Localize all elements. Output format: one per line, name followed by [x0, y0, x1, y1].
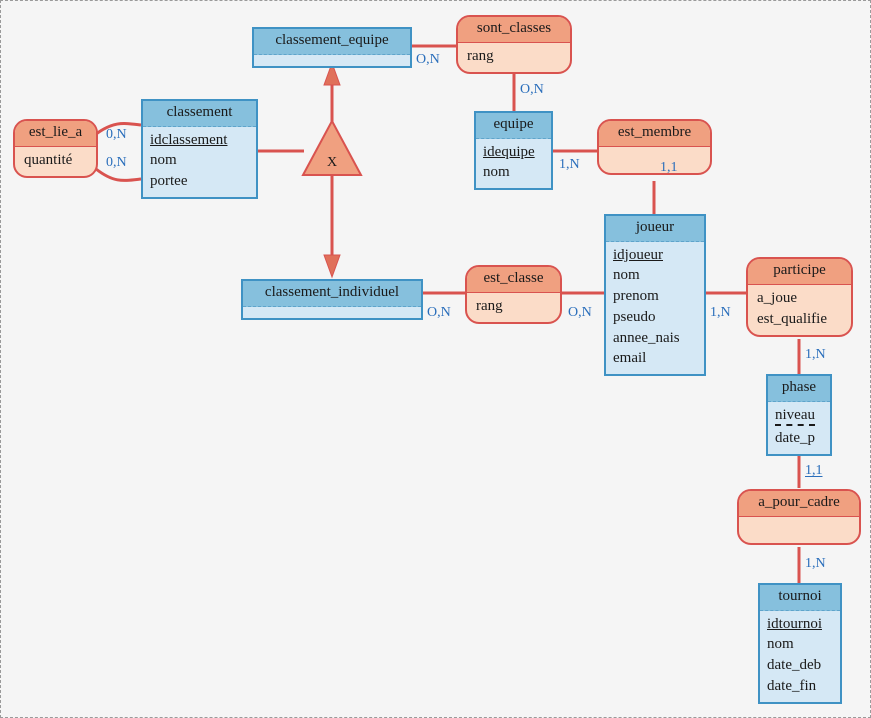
attribute-portee: portee: [150, 173, 188, 190]
attribute-rang: rang: [476, 297, 503, 314]
entity-classement[interactable]: classement idclassement nom portee: [141, 99, 258, 199]
entity-equipe-title: equipe: [476, 113, 551, 139]
attribute-niveau: niveau: [775, 407, 815, 426]
entity-tournoi[interactable]: tournoi idtournoi nom date_deb date_fin: [758, 583, 842, 704]
entity-tournoi-title: tournoi: [760, 585, 840, 611]
relationship-participe-title: participe: [748, 259, 851, 285]
entity-phase-attributes: niveau date_p: [768, 402, 830, 454]
attribute-nom: nom: [613, 267, 640, 284]
attribute-nom: nom: [483, 164, 510, 181]
attribute-idclassement: idclassement: [150, 131, 228, 148]
cardinality-a_pour_cadre-tournoi: 1,N: [805, 556, 826, 571]
relationship-participe-attributes: a_joue est_qualifie: [748, 285, 851, 335]
inheritance-x-node[interactable]: X: [303, 121, 361, 175]
cardinality-phase-a_pour_cadre: 1,1: [805, 463, 823, 478]
relationship-est_membre[interactable]: est_membre: [597, 119, 712, 175]
attribute-date_p: date_p: [775, 430, 815, 446]
attribute-prenom: prenom: [613, 288, 659, 305]
relationship-est_classe-attributes: rang: [467, 293, 560, 322]
relationship-est_membre-attributes: [599, 147, 710, 173]
cardinality-est_lie_a-classement-bottom: 0,N: [106, 155, 127, 170]
relationship-sont_classes-attributes: rang: [458, 43, 570, 72]
attribute-date_fin: date_fin: [767, 677, 817, 694]
entity-classement_equipe-title: classement_equipe: [254, 29, 410, 55]
attribute-nom: nom: [767, 636, 794, 653]
entity-joueur-attributes: idjoueur nom prenom pseudo annee_nais em…: [606, 242, 704, 374]
entity-tournoi-attributes: idtournoi nom date_deb date_fin: [760, 611, 840, 702]
attribute-a_joue: a_joue: [757, 289, 797, 306]
attribute-pseudo: pseudo: [613, 308, 656, 325]
cardinality-joueur-participe: 1,N: [710, 305, 731, 320]
relationship-sont_classes[interactable]: sont_classes rang: [456, 15, 572, 74]
attribute-annee_nais: annee_nais: [613, 329, 680, 346]
relationship-a_pour_cadre-attributes: [739, 517, 859, 543]
relationship-participe[interactable]: participe a_joue est_qualifie: [746, 257, 853, 337]
entity-phase[interactable]: phase niveau date_p: [766, 374, 832, 456]
entity-classement_equipe[interactable]: classement_equipe: [252, 27, 412, 68]
attribute-nom: nom: [150, 152, 177, 169]
entity-joueur-title: joueur: [606, 216, 704, 242]
relationship-est_lie_a-title: est_lie_a: [15, 121, 96, 147]
cardinality-participe-phase: 1,N: [805, 347, 826, 362]
entity-classement_equipe-attributes: [254, 55, 410, 66]
relationship-est_classe-title: est_classe: [467, 267, 560, 293]
attribute-idjoueur: idjoueur: [613, 246, 663, 263]
entity-phase-title: phase: [768, 376, 830, 402]
cardinality-est_lie_a-classement-top: 0,N: [106, 127, 127, 142]
inheritance-x-label: X: [326, 155, 338, 170]
attribute-rang: rang: [467, 47, 494, 64]
entity-equipe-attributes: idequipe nom: [476, 139, 551, 188]
entity-joueur[interactable]: joueur idjoueur nom prenom pseudo annee_…: [604, 214, 706, 376]
relationship-est_membre-title: est_membre: [599, 121, 710, 147]
relationship-est_lie_a-attributes: quantité: [15, 147, 96, 176]
attribute-date_deb: date_deb: [767, 657, 822, 674]
cardinality-est_classe-joueur: O,N: [568, 305, 592, 320]
cardinality-classement_individuel-est_classe: O,N: [427, 305, 451, 320]
attribute-est_qualifie: est_qualifie: [757, 310, 827, 327]
attribute-quantite: quantité: [24, 151, 73, 168]
entity-classement-attributes: idclassement nom portee: [143, 127, 256, 197]
entity-classement_individuel-title: classement_individuel: [243, 281, 421, 307]
entity-classement-title: classement: [143, 101, 256, 127]
attribute-email: email: [613, 350, 647, 367]
relationship-a_pour_cadre[interactable]: a_pour_cadre: [737, 489, 861, 545]
entity-classement_individuel-attributes: [243, 307, 421, 318]
attribute-idequipe: idequipe: [483, 143, 535, 160]
relationship-sont_classes-title: sont_classes: [458, 17, 570, 43]
entity-classement_individuel[interactable]: classement_individuel: [241, 279, 423, 320]
attribute-idtournoi: idtournoi: [767, 615, 822, 632]
cardinality-sont_classes-equipe: O,N: [520, 82, 544, 97]
cardinality-equipe-est_membre: 1,N: [559, 157, 580, 172]
cardinality-est_membre-joueur: 1,1: [660, 160, 678, 175]
relationship-est_lie_a[interactable]: est_lie_a quantité: [13, 119, 98, 178]
relationship-est_classe[interactable]: est_classe rang: [465, 265, 562, 324]
cardinality-classement_equipe-sont_classes: O,N: [416, 52, 440, 67]
entity-equipe[interactable]: equipe idequipe nom: [474, 111, 553, 191]
relationship-a_pour_cadre-title: a_pour_cadre: [739, 491, 859, 517]
arrowhead-down-classement_individuel: [323, 254, 341, 279]
